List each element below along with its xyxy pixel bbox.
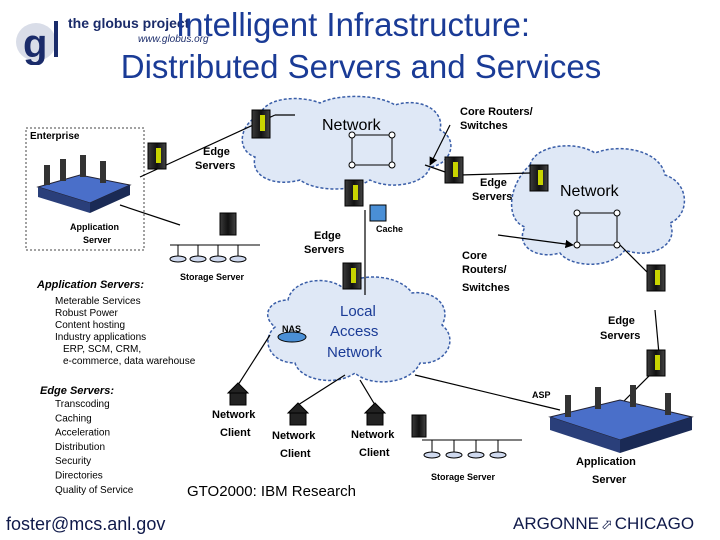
legend-item: Industry applications xyxy=(55,332,146,343)
network-client-2-label-a: Network xyxy=(272,430,316,442)
network-client-1-label-a: Network xyxy=(212,409,256,421)
right-network-cloud xyxy=(511,145,686,265)
storage-bus-right xyxy=(411,414,522,459)
storage-server-right-label: Storage Server xyxy=(431,472,496,482)
network-client-3-label-b: Client xyxy=(359,447,390,459)
nas-label: NAS xyxy=(282,324,301,334)
edge-servers-legend: Edge Servers: TranscodingCachingAccelera… xyxy=(40,385,134,496)
legend-item: Directories xyxy=(55,471,103,482)
core-routers-top-label-2: Switches xyxy=(460,120,508,132)
infrastructure-diagram: Enterprise Network Network Local Access … xyxy=(25,95,694,500)
right-network-label: Network xyxy=(560,183,620,200)
edge-servers-mid-label-2: Servers xyxy=(472,191,512,203)
core-router-right-pointer xyxy=(497,234,574,249)
footer-org-chicago: CHICAGO xyxy=(614,514,695,533)
server-tower-center xyxy=(344,179,364,207)
network-client-house-2 xyxy=(286,402,310,426)
legend-item: Acceleration xyxy=(55,428,110,439)
nas-device xyxy=(277,331,307,343)
arrow-icon: ⬀ xyxy=(600,516,613,532)
local-access-label-1: Local xyxy=(340,303,376,320)
local-access-label-2: Access xyxy=(330,323,378,340)
legend-item: Security xyxy=(55,456,91,467)
edge-servers-heading: Edge Servers: xyxy=(40,385,114,397)
top-network-cloud xyxy=(241,95,452,190)
server-tower-right-edge xyxy=(529,164,549,192)
network-client-house-3 xyxy=(363,402,387,426)
footer-email: foster@mcs.anl.gov xyxy=(6,514,166,534)
page-title-line1: Intelligent Infrastructure: xyxy=(175,6,530,43)
network-client-3-label-a: Network xyxy=(351,429,395,441)
edge-servers-right-label-1: Edge xyxy=(608,315,635,327)
app-server-label-1: Application xyxy=(70,222,119,232)
storage-bus-left xyxy=(169,244,260,263)
server-tower-edge-mid xyxy=(444,156,464,184)
legend-item: Distribution xyxy=(55,442,105,453)
legend-item: Meterable Services xyxy=(55,296,141,307)
server-tower-cache xyxy=(369,204,387,222)
core-routers-top-label-1: Core Routers/ xyxy=(460,106,533,118)
network-client-1-label-b: Client xyxy=(220,427,251,439)
diagram-caption: GTO2000: IBM Research xyxy=(187,483,356,500)
server-tower-far-right-1 xyxy=(646,264,666,292)
legend-item: ERP, SCM, CRM, xyxy=(63,344,141,355)
top-network-label: Network xyxy=(322,117,382,134)
server-tower-top xyxy=(251,109,271,139)
app-server-label-2: Server xyxy=(83,235,112,245)
edge-servers-mid-label-1: Edge xyxy=(480,177,507,189)
legend-item: Transcoding xyxy=(55,399,110,410)
top-router-mesh xyxy=(348,131,396,169)
server-tower-storage-left xyxy=(219,212,237,236)
edge-servers-center-label-1: Edge xyxy=(314,230,341,242)
core-routers-right-label-3: Switches xyxy=(462,282,510,294)
globus-logo: g the globus project www.globus.org xyxy=(8,5,248,65)
app-servers-heading: Application Servers: xyxy=(36,279,144,291)
app-server-asp-label-1: Application xyxy=(576,456,636,468)
core-routers-right-label-1: Core xyxy=(462,250,487,262)
core-router-top-pointer xyxy=(429,124,451,166)
server-tower-enterprise-edge xyxy=(147,142,167,170)
footer-org: ARGONNE⬀CHICAGO xyxy=(513,514,694,534)
right-router-mesh xyxy=(573,209,621,249)
legend-item: Caching xyxy=(55,413,92,424)
legend-item: Quality of Service xyxy=(55,485,134,496)
footer-org-argonne: ARGONNE xyxy=(513,514,599,533)
network-client-house-1 xyxy=(226,382,250,406)
logo-url: www.globus.org xyxy=(138,34,209,45)
app-servers-legend: Application Servers: Meterable ServicesR… xyxy=(36,279,196,367)
logo-name: the globus project xyxy=(68,15,190,31)
enterprise-label: Enterprise xyxy=(30,131,80,142)
storage-server-left-label: Storage Server xyxy=(180,272,245,282)
asp-server-farm xyxy=(548,385,694,453)
server-tower-far-right-2 xyxy=(646,349,666,377)
asp-label: ASP xyxy=(532,390,551,400)
edge-servers-center-label-2: Servers xyxy=(304,244,344,256)
network-client-2-label-b: Client xyxy=(280,448,311,460)
edge-servers-top-label-1: Edge xyxy=(203,146,230,158)
edge-servers-right-label-2: Servers xyxy=(600,330,640,342)
enterprise-server-farm xyxy=(36,155,132,213)
page-title-line2: Distributed Servers and Services xyxy=(120,48,602,85)
app-server-asp-label-2: Server xyxy=(592,474,627,486)
legend-item: Robust Power xyxy=(55,308,118,319)
server-tower-local xyxy=(342,262,362,290)
svg-text:g: g xyxy=(23,22,47,65)
edge-servers-top-label-2: Servers xyxy=(195,160,235,172)
legend-item: e-commerce, data warehouse xyxy=(63,356,196,367)
core-routers-right-label-2: Routers/ xyxy=(462,264,507,276)
cache-label: Cache xyxy=(376,224,403,234)
globus-g-logo-icon: g xyxy=(16,21,58,65)
local-access-label-3: Network xyxy=(327,344,383,361)
legend-item: Content hosting xyxy=(55,320,125,331)
